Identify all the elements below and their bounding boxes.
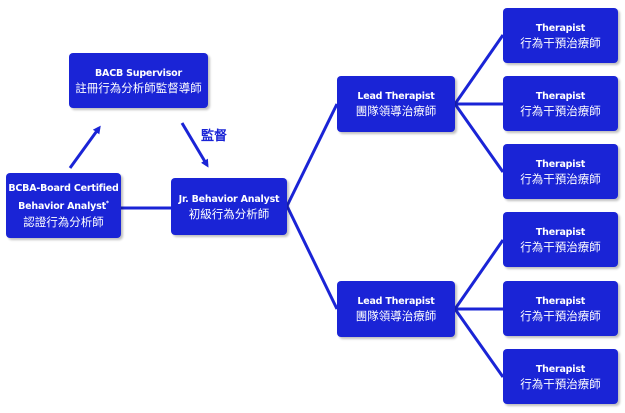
node-bacb-supervisor-subtitle: 註冊行為分析師監督導師 [75, 80, 202, 95]
node-therapist-5-subtitle: 行為干預治療師 [520, 308, 601, 323]
node-bcba-footnote-mark: * [105, 200, 109, 208]
node-bcba-title-line1: BCBA-Board Certified [8, 183, 119, 195]
node-bacb-supervisor-title: BACB Supervisor [95, 67, 182, 79]
node-therapist-2-subtitle: 行為干預治療師 [520, 103, 601, 118]
node-therapist-4: Therapist 行為干預治療師 [503, 212, 618, 267]
node-jr-subtitle: 初級行為分析師 [188, 206, 270, 221]
node-therapist-3-title: Therapist [535, 158, 586, 170]
node-bcba: BCBA-Board Certified Behavior Analyst* 認… [6, 173, 121, 238]
node-therapist-6-title: Therapist [535, 363, 586, 375]
connector-lead-2-to-therapist-4 [453, 239, 505, 310]
node-therapist-5-title: Therapist [535, 295, 586, 307]
supervision-edge-label: 監督 [201, 129, 228, 144]
node-therapist-1-title: Therapist [535, 22, 586, 34]
connector-lead-1-to-therapist-3 [453, 103, 505, 173]
node-therapist-1: Therapist 行為干預治療師 [503, 8, 618, 63]
node-lead-therapist-1-title: Lead Therapist [357, 91, 435, 102]
node-bacb-supervisor: BACB Supervisor 註冊行為分析師監督導師 [69, 53, 208, 108]
node-therapist-4-title: Therapist [535, 226, 586, 238]
node-lead-therapist-1: Lead Therapist 團隊領導治療師 [337, 76, 455, 132]
node-bcba-subtitle: 認證行為分析師 [23, 214, 104, 229]
node-jr-title: Jr. Behavior Analyst [178, 193, 280, 205]
connector-jr-to-lead-1 [285, 103, 339, 207]
connector-jr-to-lead-2 [285, 205, 339, 310]
node-therapist-2-title: Therapist [535, 90, 586, 102]
node-therapist-2: Therapist 行為干預治療師 [503, 76, 618, 131]
node-therapist-6: Therapist 行為干預治療師 [503, 349, 618, 404]
node-lead-therapist-2-subtitle: 團隊領導治療師 [355, 309, 437, 323]
node-therapist-3: Therapist 行為干預治療師 [503, 144, 618, 199]
node-lead-therapist-1-subtitle: 團隊領導治療師 [355, 104, 437, 118]
node-therapist-5: Therapist 行為干預治療師 [503, 281, 618, 336]
connector-lead-1-to-therapist-1 [453, 34, 505, 105]
node-jr-behavior-analyst: Jr. Behavior Analyst 初級行為分析師 [171, 178, 287, 235]
node-therapist-6-subtitle: 行為干預治療師 [520, 376, 601, 391]
node-bcba-title-line2-text: Behavior Analyst [18, 201, 106, 213]
node-therapist-3-subtitle: 行為干預治療師 [520, 171, 601, 186]
node-therapist-4-subtitle: 行為干預治療師 [520, 239, 601, 254]
node-therapist-1-subtitle: 行為干預治療師 [520, 35, 601, 50]
node-bcba-title-line2: Behavior Analyst* [18, 196, 109, 214]
connector-supervisor-to-jr [180, 122, 209, 168]
node-lead-therapist-2-title: Lead Therapist [357, 296, 435, 307]
connector-lead-2-to-therapist-6 [453, 308, 505, 378]
connector-bcba-to-supervisor [68, 125, 101, 169]
node-lead-therapist-2: Lead Therapist 團隊領導治療師 [337, 281, 455, 337]
